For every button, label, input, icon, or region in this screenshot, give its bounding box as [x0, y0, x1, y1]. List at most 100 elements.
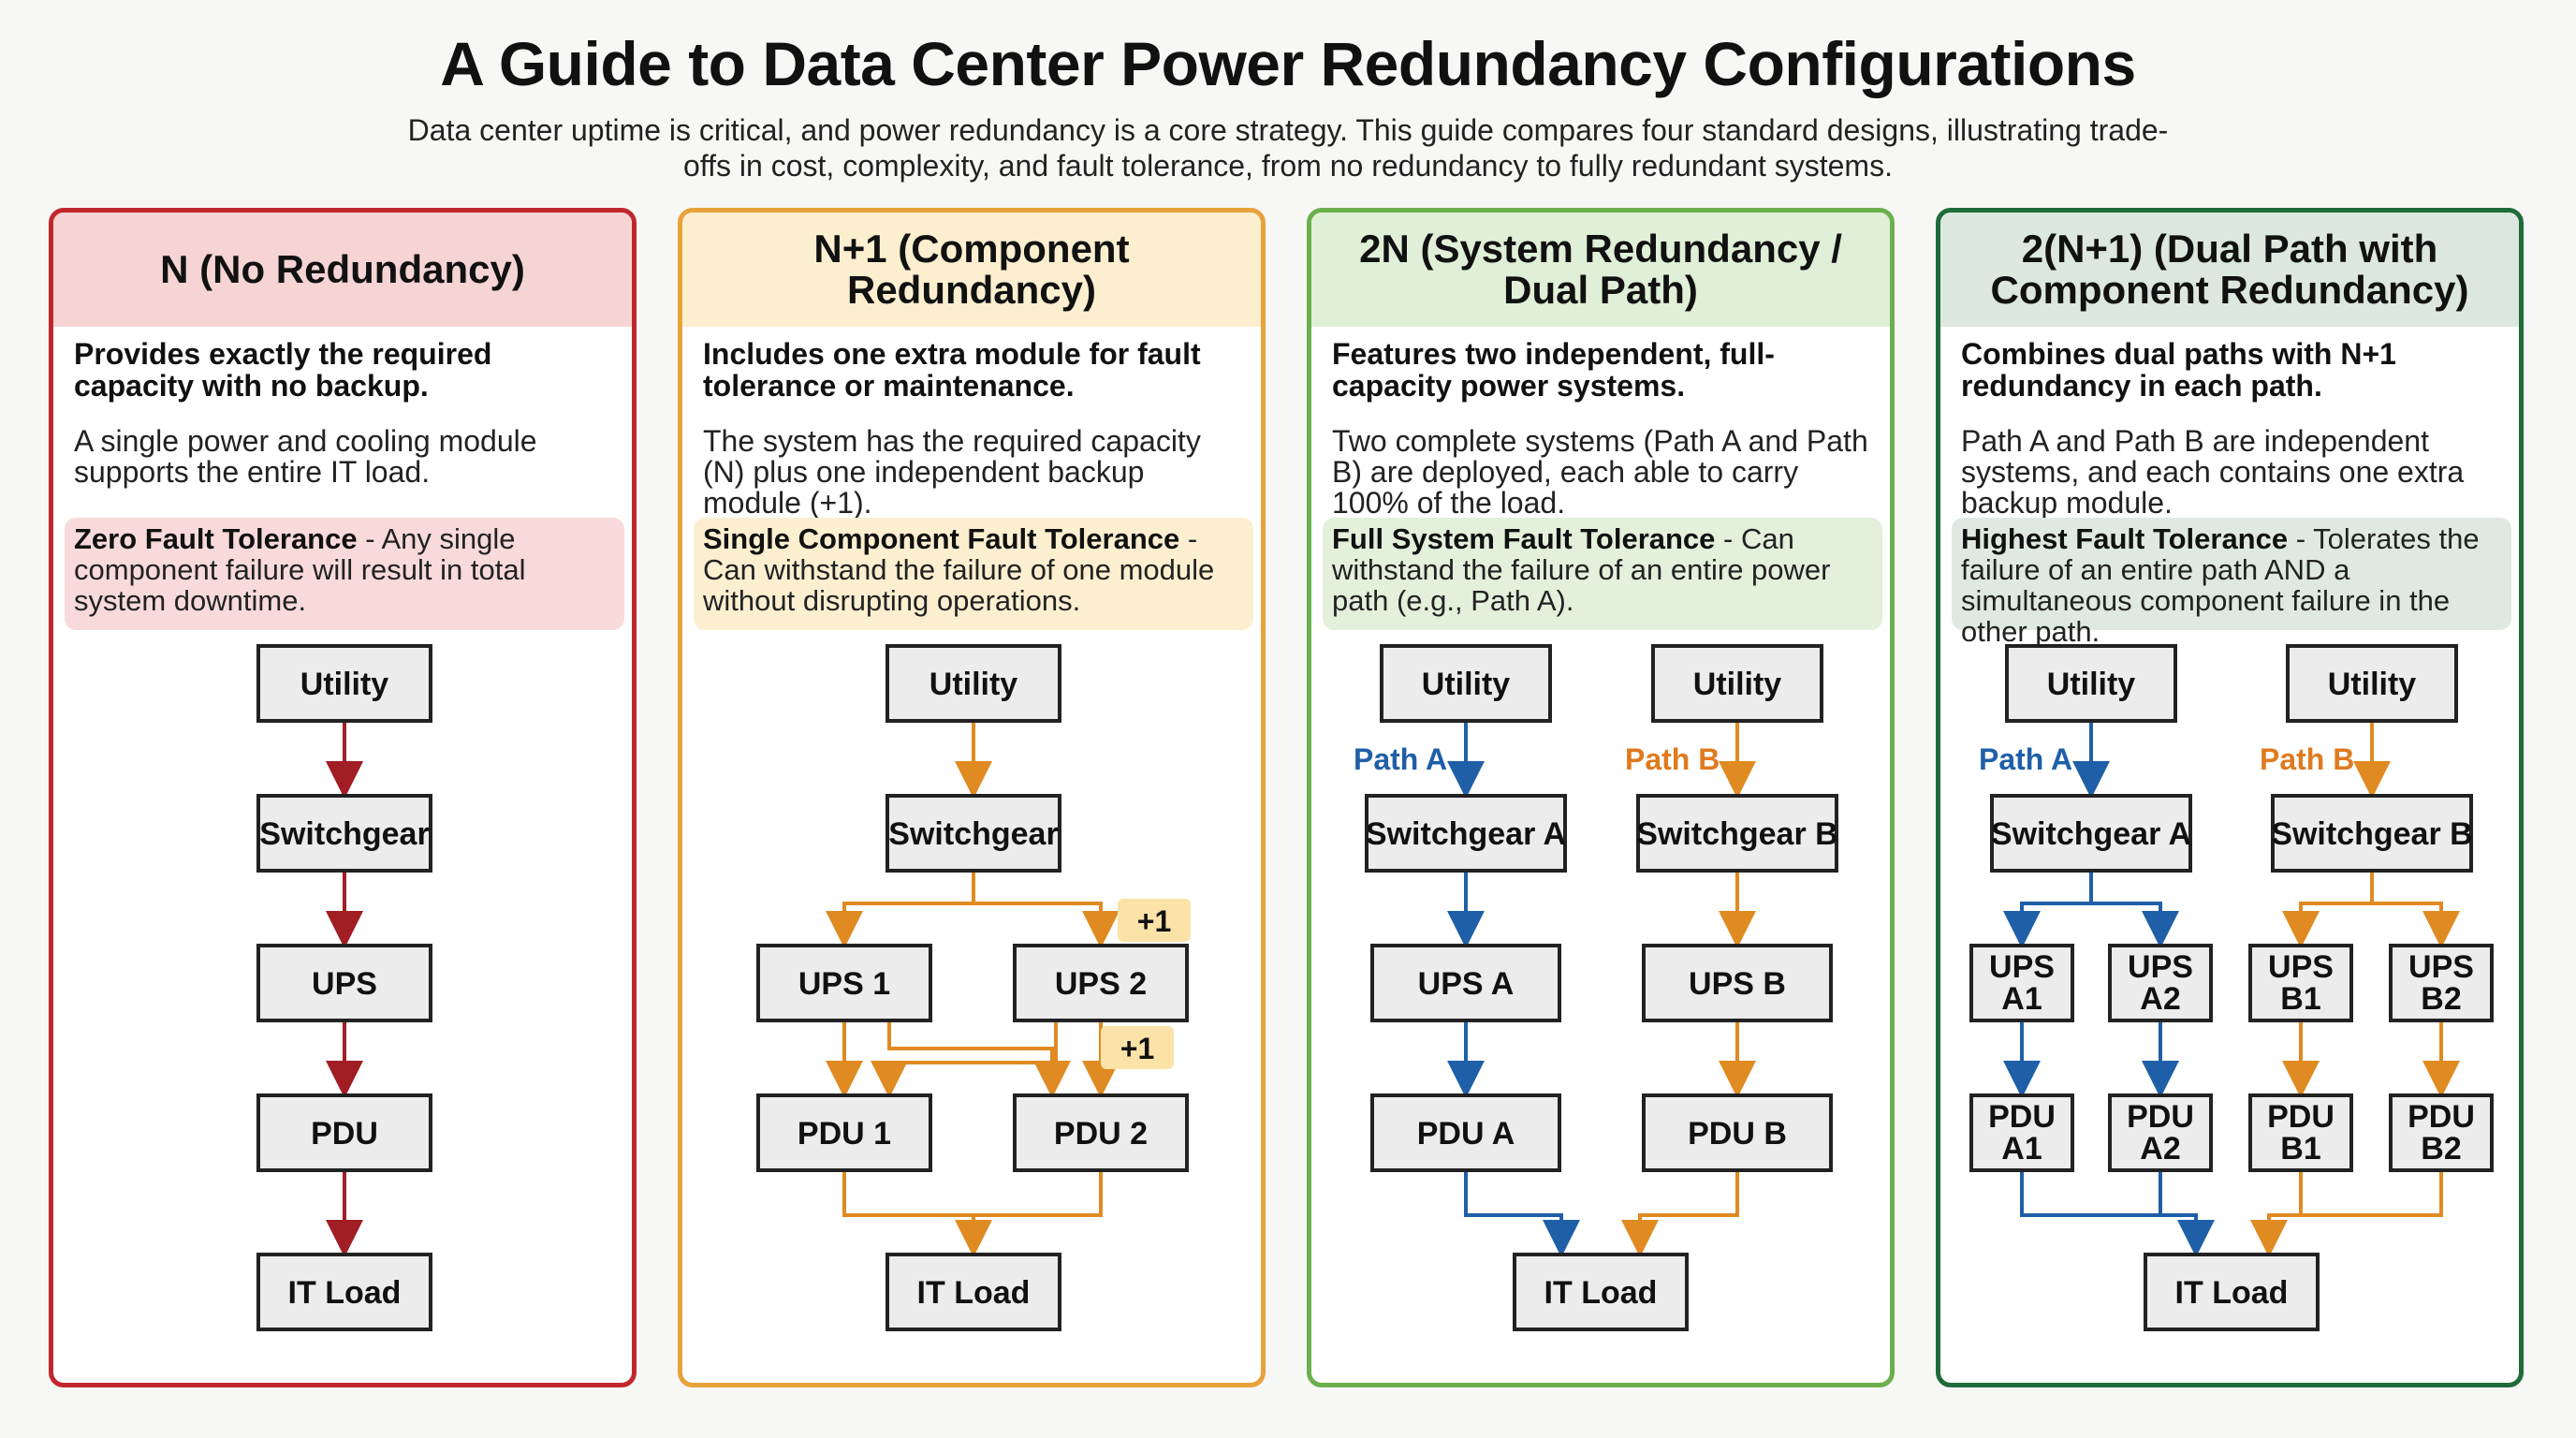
node-label: PDU 1 [798, 1116, 891, 1152]
node-label: PDU A [1417, 1116, 1515, 1152]
2n1-node-switchgear-b: Switchgear B [2271, 794, 2473, 873]
plus-one-label: +1 [1120, 1032, 1154, 1065]
node-label: IT Load [917, 1275, 1031, 1311]
2n-node-utility-a: Utility [1380, 644, 1552, 723]
2n-node-switchgear-b: Switchgear B [1636, 794, 1838, 873]
node-label: UPS 2 [1055, 966, 1147, 1002]
node-label: UPS A [1418, 966, 1515, 1002]
n1-node-ups-2: UPS 2 [1013, 944, 1189, 1022]
node-label: UPS [1989, 949, 2055, 985]
column-description: Path A and Path B are independent system… [1961, 424, 2465, 520]
plus-one-badge-bottom: +1 [1101, 1026, 1174, 1069]
plus-one-badge-top: +1 [1118, 899, 1191, 942]
n1-node-utility: Utility [886, 644, 1061, 723]
column-heading: N+1 (Component Redundancy) [682, 213, 1261, 327]
2n-node-pdu-b: PDU B [1642, 1093, 1833, 1172]
column-n: N (No Redundancy) Provides exactly the r… [49, 208, 637, 1387]
column-lead: Provides exactly the required capacity w… [74, 337, 492, 403]
callout-text: - Tolerates the failure of an entire pat… [1961, 522, 2480, 648]
n1-node-ups-1: UPS 1 [756, 944, 932, 1022]
2n-node-it-load: IT Load [1513, 1253, 1689, 1331]
2n-node-ups-b: UPS B [1642, 944, 1833, 1022]
node-label: UPS B [1689, 966, 1786, 1002]
node-label: A1 [2001, 981, 2042, 1017]
column-description: A single power and cooling module suppor… [74, 424, 537, 489]
2n1-connectors-b [2250, 721, 2460, 1257]
n-node-it-load: IT Load [256, 1253, 432, 1331]
column-heading: 2N (System Redundancy / Dual Path) [1311, 213, 1890, 327]
column-lead: Includes one extra module for fault tole… [703, 337, 1201, 403]
2n1-node-pdu-b1: PDU B1 [2248, 1093, 2353, 1172]
column-heading: 2(N+1) (Dual Path with Component Redunda… [1940, 213, 2519, 327]
node-label: Utility [300, 667, 389, 702]
2n-connectors-a [1447, 721, 1580, 1257]
plus-one-label: +1 [1137, 904, 1171, 938]
node-label: UPS [2408, 949, 2474, 985]
node-label: Utility [1422, 667, 1511, 702]
2n1-node-ups-b1: UPS B1 [2248, 944, 2353, 1022]
path-b-label: Path B [2260, 742, 2354, 776]
page-subtitle: Data center uptime is critical, and powe… [407, 113, 2169, 183]
2n1-node-ups-b2: UPS B2 [2389, 944, 2494, 1022]
node-label: PDU B [1688, 1116, 1787, 1152]
2n1-connectors-a [2003, 721, 2215, 1257]
n-node-switchgear: Switchgear [256, 794, 432, 873]
2n-node-switchgear-a: Switchgear A [1365, 794, 1567, 873]
node-label: B1 [2280, 981, 2320, 1017]
fault-tolerance-callout: Single Component Fault Tolerance - Can w… [694, 518, 1253, 630]
2n1-node-it-load: IT Load [2144, 1253, 2320, 1331]
node-label: Utility [929, 667, 1018, 702]
node-label: PDU [1988, 1099, 2056, 1135]
node-label: UPS [312, 966, 377, 1002]
node-label: UPS [2128, 949, 2193, 985]
2n1-node-pdu-a2: PDU A2 [2108, 1093, 2213, 1172]
callout-title: Full System Fault Tolerance [1332, 522, 1716, 555]
2n1-node-pdu-b2: PDU B2 [2389, 1093, 2494, 1172]
node-label: UPS 1 [798, 966, 890, 1002]
node-label: PDU 2 [1054, 1116, 1148, 1152]
2n-node-utility-b: Utility [1651, 644, 1823, 723]
fault-tolerance-callout: Zero Fault Tolerance - Any single compon… [65, 518, 624, 630]
2n-node-ups-a: UPS A [1370, 944, 1561, 1022]
n1-node-it-load: IT Load [886, 1253, 1061, 1331]
node-label: A1 [2001, 1131, 2042, 1167]
n1-connectors [826, 721, 1120, 1257]
node-label: B2 [2421, 1131, 2461, 1167]
callout-title: Highest Fault Tolerance [1961, 522, 2289, 555]
node-label: Switchgear A [1366, 816, 1566, 852]
2n1-node-pdu-a1: PDU A1 [1969, 1093, 2074, 1172]
node-label: IT Load [2175, 1275, 2289, 1311]
n1-node-switchgear: Switchgear [886, 794, 1061, 873]
n1-node-pdu-1: PDU 1 [756, 1093, 932, 1172]
callout-text: - Any single component failure will resu… [74, 522, 526, 617]
callout-title: Single Component Fault Tolerance [703, 522, 1180, 555]
2n1-node-ups-a2: UPS A2 [2108, 944, 2213, 1022]
callout-text: - Can withstand the failure of an entire… [1332, 522, 1831, 617]
column-description: Two complete systems (Path A and Path B)… [1332, 424, 1868, 520]
node-label: PDU [2408, 1099, 2475, 1135]
node-label: PDU [2267, 1099, 2334, 1135]
column-heading: N (No Redundancy) [53, 213, 632, 327]
node-label: Switchgear B [1636, 816, 1837, 852]
2n-node-pdu-a: PDU A [1370, 1093, 1561, 1172]
node-label: Utility [2047, 667, 2136, 702]
node-label: Switchgear [259, 816, 429, 852]
fault-tolerance-callout: Highest Fault Tolerance - Tolerates the … [1952, 518, 2511, 647]
column-lead: Features two independent, full-capacity … [1332, 337, 1775, 403]
path-a-label: Path A [1354, 742, 1447, 776]
path-a-label: Path A [1979, 742, 2072, 776]
node-label: PDU [311, 1116, 378, 1152]
2n1-node-switchgear-a: Switchgear A [1990, 794, 2192, 873]
node-label: A2 [2140, 981, 2180, 1017]
n-node-ups: UPS [256, 944, 432, 1022]
page-title: A Guide to Data Center Power Redundancy … [440, 29, 2136, 98]
node-label: IT Load [1544, 1275, 1658, 1311]
2n1-node-ups-a1: UPS A1 [1969, 944, 2074, 1022]
node-label: Switchgear B [2271, 816, 2472, 852]
column-lead: Combines dual paths with N+1 redundancy … [1961, 337, 2396, 403]
node-label: UPS [2268, 949, 2334, 985]
n-node-pdu: PDU [256, 1093, 432, 1172]
node-label: A2 [2140, 1131, 2180, 1167]
n-node-utility: Utility [256, 644, 432, 723]
